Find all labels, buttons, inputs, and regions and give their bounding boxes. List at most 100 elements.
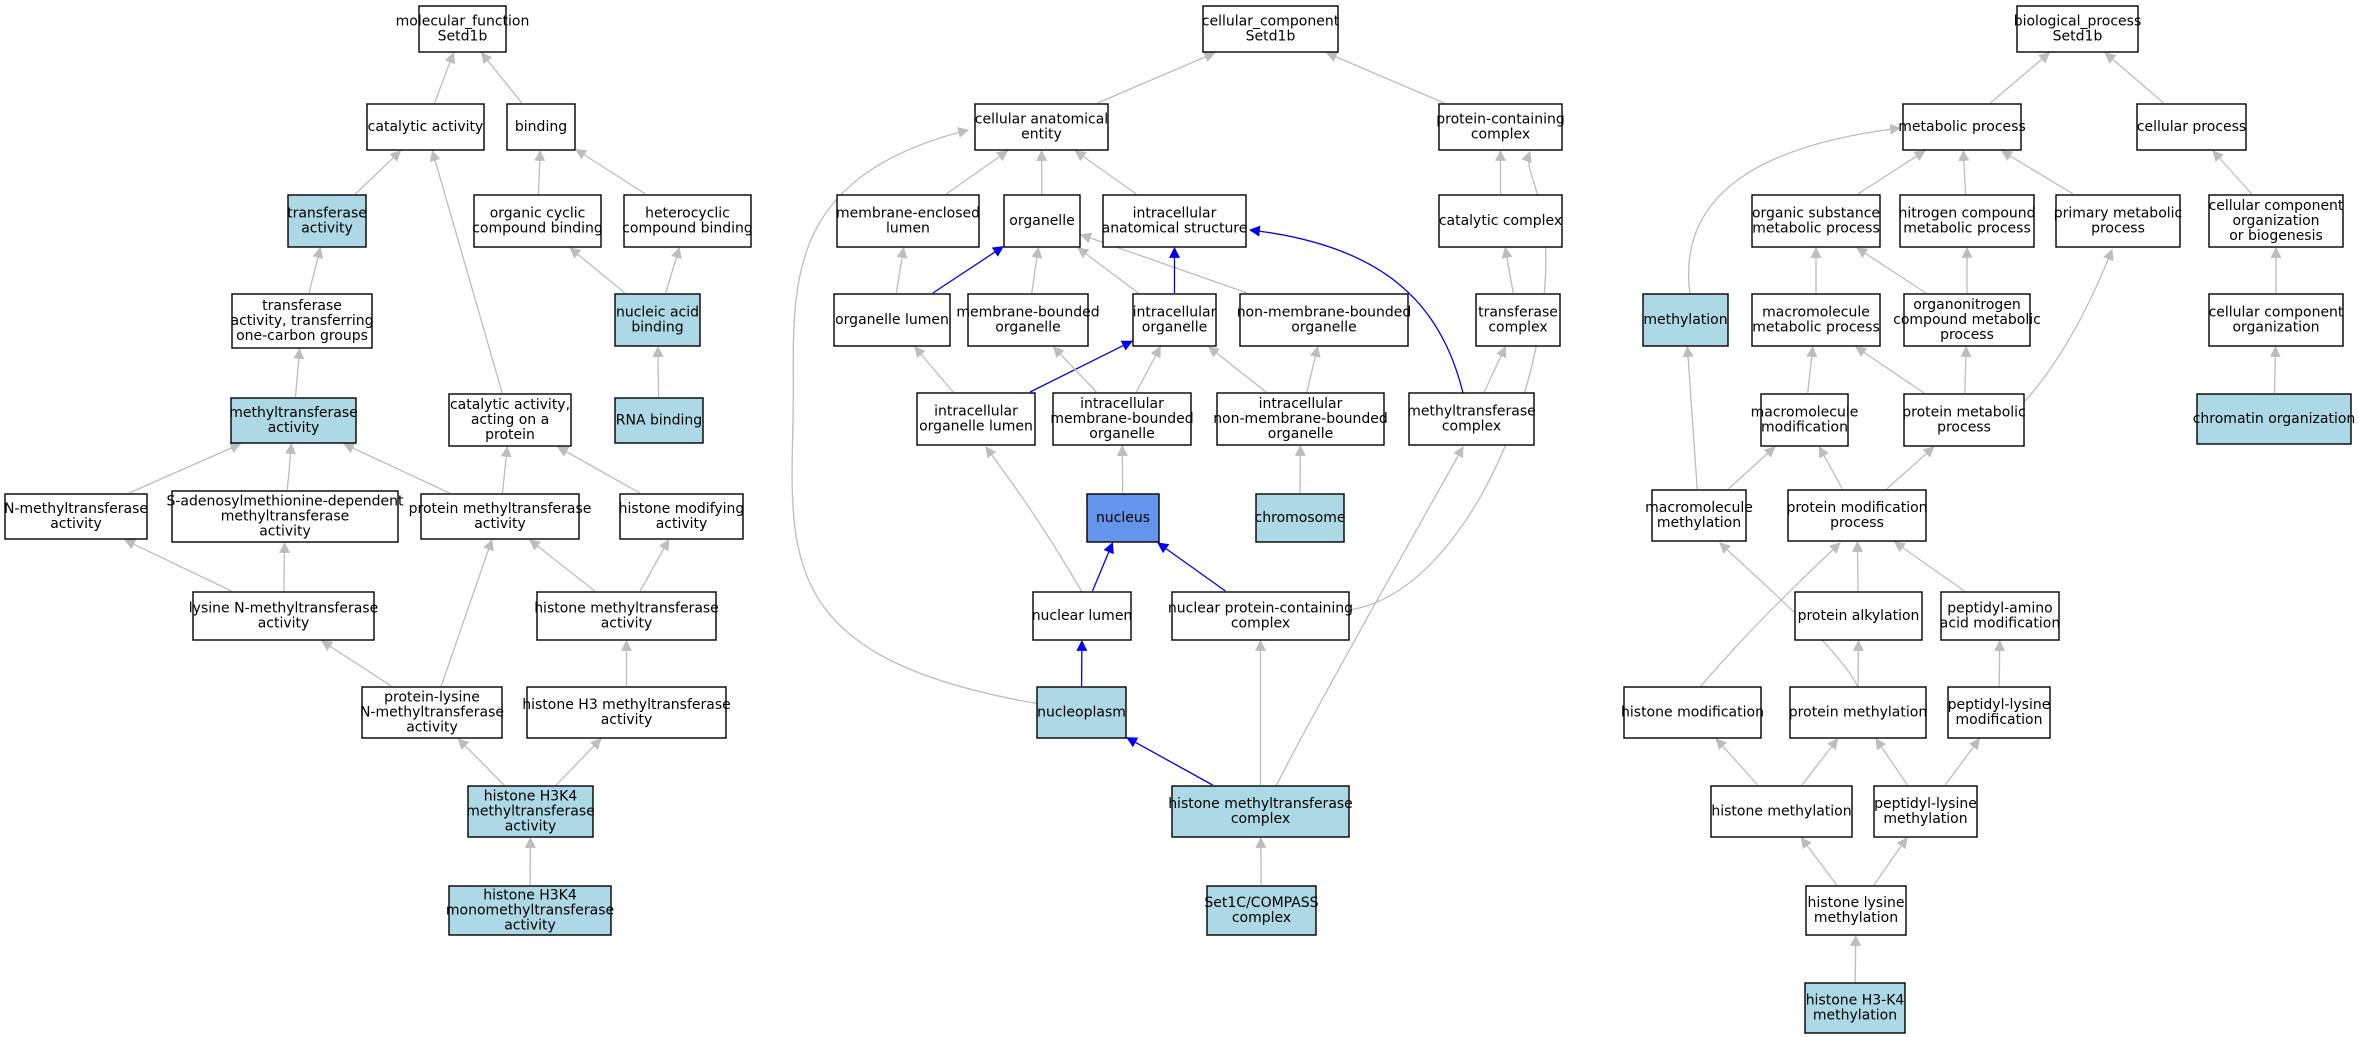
node-box [974,103,1109,151]
edge-macromod-to-macromp [1806,345,1818,394]
node-label-line: activity [268,420,320,436]
node-catcomplex[interactable]: catalytic complex [1438,194,1563,248]
edge-protalk-to-protmodproc [1852,540,1864,592]
edge-hmtcomplex-to-nucleoplasm [1126,737,1213,786]
node-box [2055,194,2181,248]
node-protalk[interactable]: protein alkylation [1794,591,1923,641]
node-nucleus[interactable]: nucleus [1086,493,1160,543]
edge-macrometh-to-macromod [1727,446,1776,490]
node-nuclumen[interactable]: nuclear lumen [1032,591,1133,641]
node-nucleoplasm[interactable]: nucleoplasm [1036,686,1127,739]
node-protlysnmt[interactable]: protein-lysineN-methyltransferaseactivit… [360,686,504,739]
node-label-line: activity [406,720,458,736]
edge-histmeth-to-protmeth [1801,738,1839,786]
node-rnabind[interactable]: RNA binding [614,397,704,444]
node-cellproc[interactable]: cellular process [2136,103,2247,151]
node-protmeth[interactable]: protein methylation [1789,686,1927,739]
node-box [4,493,148,540]
node-organelle[interactable]: organelle [1003,194,1081,248]
node-chromorg[interactable]: chromatin organization [2193,393,2356,445]
node-sam[interactable]: S-adenosylmethionine-dependentmethyltran… [166,490,404,543]
node-label-line: nuclear lumen [1032,608,1133,624]
node-chromosome[interactable]: chromosome [1255,493,1346,543]
node-box [1036,686,1127,739]
edge-oncmp-to-osmp [1856,247,1927,294]
node-label-line: complex [1488,320,1547,336]
node-label-line: cellular process [2137,119,2246,135]
node-label-line: monomethyltransferase [446,903,614,919]
node-methylation[interactable]: methylation [1642,293,1729,347]
node-binding[interactable]: binding [506,103,576,151]
node-box [1789,686,1927,739]
node-histmodproc[interactable]: histone modification [1621,686,1764,739]
node-label-line: macromolecule [1645,500,1753,516]
node-label-line: molecular_function [396,14,530,30]
node-label-line: protein-lysine [384,690,480,706]
node-orglumen[interactable]: organelle lumen [833,293,951,347]
node-inmbo[interactable]: intracellularnon-membrane-boundedorganel… [1213,392,1388,446]
node-label-line: transferase [287,206,367,222]
edge-histmt-to-protmt [529,539,596,592]
node-label-line: organelle [1089,426,1154,442]
node-label-line: methyltransferase [466,804,595,820]
node-label-line: intracellular [1133,305,1217,321]
node-label-line: histone H3-K4 [1806,993,1905,1009]
node-catalytic[interactable]: catalytic activity [366,103,485,151]
edge-ccob-to-cellproc [2212,150,2253,195]
node-histmeth[interactable]: histone methylation [1710,785,1853,838]
node-box [192,591,375,641]
node-h3k4mono[interactable]: histone H3K4monomethyltransferaseactivit… [446,885,614,936]
node-metab[interactable]: metabolic process [1898,103,2026,151]
node-label-line: non-membrane-bounded [1213,411,1388,427]
node-box [1475,293,1561,347]
node-label-line: methyltransferase [1407,404,1536,420]
